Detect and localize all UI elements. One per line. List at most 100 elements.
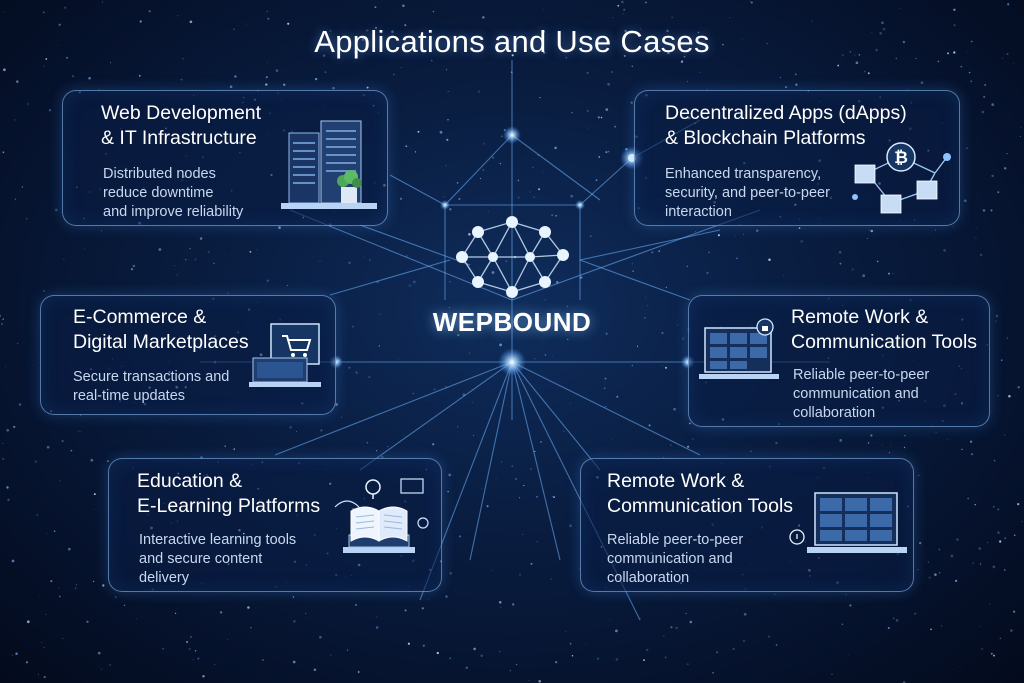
star-dot [794, 73, 797, 76]
star-dot [456, 182, 459, 184]
star-dot [692, 438, 694, 440]
star-dot [717, 234, 720, 237]
star-dot [989, 603, 991, 605]
star-dot [399, 197, 403, 200]
star-dot [967, 497, 969, 500]
star-dot [839, 262, 842, 265]
star-dot [997, 508, 1000, 511]
star-dot [266, 10, 268, 13]
star-dot [1008, 395, 1011, 398]
star-dot [722, 43, 724, 46]
card-description: Secure transactions and real-time update… [73, 369, 230, 404]
star-dot [448, 473, 452, 477]
star-dot [2, 318, 4, 320]
star-dot [855, 61, 859, 65]
star-dot [412, 280, 416, 284]
star-dot [375, 616, 378, 618]
star-dot [477, 90, 481, 93]
star-dot [554, 146, 557, 150]
star-dot [1010, 629, 1013, 632]
star-dot [991, 103, 995, 106]
star-dot [565, 56, 568, 59]
card-title: E-Commerce & Digital Marketplaces [73, 306, 249, 353]
star-dot [224, 445, 227, 448]
star-dot [470, 46, 473, 49]
star-dot [6, 486, 9, 489]
star-dot [6, 428, 10, 432]
star-dot [976, 228, 977, 230]
star-dot [499, 162, 502, 165]
star-dot [75, 584, 77, 586]
star-dot [403, 435, 404, 437]
star-dot [1019, 135, 1021, 138]
star-dot [67, 547, 71, 551]
star-dot [482, 142, 485, 145]
star-dot [404, 24, 407, 27]
star-dot [93, 493, 96, 496]
star-dot [491, 271, 495, 274]
star-dot [849, 50, 852, 53]
star-dot [25, 661, 29, 664]
star-dot [499, 651, 501, 653]
star-dot [946, 439, 948, 441]
star-dot [132, 264, 136, 268]
star-dot [74, 587, 77, 590]
star-dot [93, 508, 95, 510]
star-dot [544, 299, 547, 301]
star-dot [1000, 359, 1003, 361]
star-dot [673, 407, 676, 411]
star-dot [1003, 434, 1006, 436]
star-dot [43, 646, 45, 649]
star-dot [176, 274, 178, 276]
star-dot [904, 434, 906, 437]
star-dot [352, 325, 354, 328]
star-dot [569, 524, 572, 528]
star-dot [695, 231, 696, 233]
star-dot [586, 110, 589, 112]
star-dot [686, 663, 689, 666]
star-dot [110, 62, 112, 64]
star-dot [1, 323, 3, 325]
star-dot [795, 83, 798, 86]
star-dot [651, 251, 654, 254]
star-dot [32, 364, 34, 366]
star-dot [11, 654, 13, 656]
star-dot [644, 296, 646, 298]
star-dot [266, 279, 270, 283]
star-dot [72, 75, 75, 78]
star-dot [566, 305, 569, 308]
star-dot [504, 315, 507, 317]
star-dot [247, 606, 250, 609]
star-dot [636, 345, 639, 347]
star-dot [486, 628, 488, 629]
star-dot [598, 156, 601, 158]
star-dot [775, 644, 778, 646]
star-dot [348, 366, 351, 369]
star-dot [319, 635, 322, 639]
star-dot [496, 477, 497, 479]
card-title: Web Development & IT Infrastructure [101, 102, 262, 149]
star-dot [955, 579, 958, 583]
star-dot [521, 533, 524, 535]
star-dot [665, 286, 667, 288]
star-dot [974, 503, 976, 506]
star-dot [970, 452, 974, 456]
star-dot [671, 16, 673, 19]
star-dot [644, 317, 646, 319]
star-dot [523, 484, 525, 487]
star-dot [59, 480, 61, 482]
star-dot [960, 65, 963, 68]
star-dot [784, 86, 788, 89]
star-dot [571, 111, 574, 114]
star-dot [838, 250, 842, 254]
star-dot [380, 455, 384, 459]
star-dot [920, 81, 924, 85]
star-dot [626, 272, 628, 274]
star-dot [498, 601, 502, 604]
star-dot [86, 620, 89, 623]
star-dot [866, 238, 868, 239]
star-dot [61, 440, 64, 443]
star-dot [48, 108, 52, 112]
star-dot [447, 490, 449, 493]
star-dot [456, 260, 458, 262]
